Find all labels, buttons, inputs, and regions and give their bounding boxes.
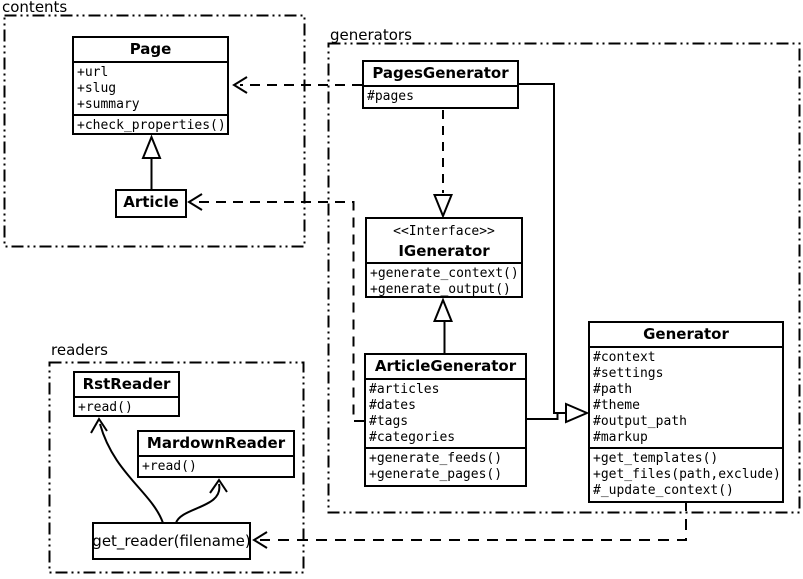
attribute: #tags [369,414,409,429]
class-generator-attributes: #context #settings #path #theme #output_… [590,348,782,449]
class-page-attributes: +url +slug +summary [74,63,227,116]
open-arrowhead-icon [187,193,203,211]
open-arrowhead-icon [252,531,268,549]
association-curve-getreader-rstreader [99,423,164,524]
class-generator-title: Generator [590,323,782,348]
attribute: #path [593,382,633,397]
inheritance-triangle-icon [565,402,590,424]
class-article: Article [115,189,187,218]
method: +generate_feeds() [369,451,503,466]
interface-stereotype: <<Interface>> [393,224,495,239]
interface-igenerator-methods: +generate_context() +generate_output() [367,264,521,297]
class-articlegenerator-attributes: #articles #dates #tags #categories [366,380,525,449]
inheritance-line-articlegenerator-generator [527,412,559,420]
inheritance-triangle-icon [433,194,453,219]
attribute: +url [77,65,109,80]
class-rstreader-methods: +read() [75,398,178,415]
class-articlegenerator: ArticleGenerator #articles #dates #tags … [364,353,527,487]
class-mardownreader: MardownReader +read() [137,430,295,478]
attribute: #theme [593,398,640,413]
attribute: #articles [369,382,440,397]
interface-igenerator-title: <<Interface>> IGenerator [367,219,521,264]
function-node-label: get_reader(filename) [92,532,251,550]
method: #_update_context() [593,483,734,498]
class-pagesgenerator-attributes: #pages [364,87,517,107]
class-articlegenerator-title: ArticleGenerator [366,355,525,380]
attribute: #context [593,350,656,365]
class-pagesgenerator-title: PagesGenerator [364,62,517,87]
class-mardownreader-title: MardownReader [139,432,293,457]
dependency-line-articlegenerator-article [196,201,364,422]
package-frame-generators [327,42,801,514]
class-rstreader-title: RstReader [75,373,178,398]
class-article-title: Article [123,193,179,211]
dependency-line-generator-getreader [260,500,687,541]
inheritance-triangle-icon [433,297,453,322]
method: +generate_output() [370,282,511,297]
attribute: #dates [369,398,416,413]
class-articlegenerator-methods: +generate_feeds() +generate_pages() [366,449,525,485]
attribute: #pages [367,89,414,104]
method: +read() [142,459,197,474]
method: +read() [78,400,133,415]
attribute: +slug [77,81,117,96]
interface-igenerator: <<Interface>> IGenerator +generate_conte… [365,217,523,298]
method: +get_files(path,exclude) [593,467,781,482]
attribute: #settings [593,366,664,381]
package-label-generators: generators [330,26,412,44]
package-frame-contents [3,14,306,248]
open-arrowhead-icon [232,76,248,94]
package-frame-readers [48,361,305,574]
attribute: +summary [77,97,140,112]
method: +check_properties() [77,118,226,133]
package-label-readers: readers [51,341,108,359]
class-pagesgenerator: PagesGenerator #pages [362,60,519,109]
package-label-contents: contents [2,0,68,16]
inheritance-line-pagesgenerator-generator [519,83,566,414]
attribute: #markup [593,430,648,445]
class-generator: Generator #context #settings #path #them… [588,321,784,503]
class-page-methods: +check_properties() [74,116,227,133]
method: +generate_context() [370,266,519,281]
association-curve-getreader-mardownreader [175,483,221,524]
class-generator-methods: +get_templates() +get_files(path,exclude… [590,449,782,501]
open-arrowhead-icon [90,417,108,434]
function-node-get-reader: get_reader(filename) [92,522,251,560]
interface-name: IGenerator [398,242,490,260]
class-rstreader: RstReader +read() [73,371,180,417]
class-mardownreader-methods: +read() [139,457,293,476]
inheritance-triangle-icon [141,134,162,159]
class-page-title: Page [74,38,227,63]
class-page: Page +url +slug +summary +check_properti… [72,36,229,135]
method: +get_templates() [593,451,719,466]
attribute: #output_path [593,414,687,429]
open-arrowhead-icon [209,478,228,494]
method: +generate_pages() [369,467,503,482]
attribute: #categories [369,430,456,445]
